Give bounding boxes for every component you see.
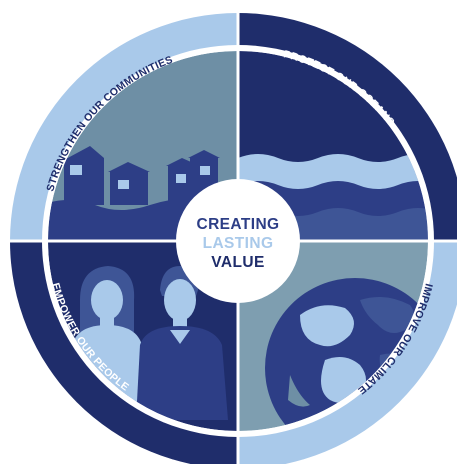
center-badge: CREATING LASTING VALUE bbox=[176, 179, 300, 303]
center-line-value: VALUE bbox=[211, 254, 264, 271]
quadrant-people bbox=[48, 241, 238, 431]
center-line-creating: CREATING bbox=[197, 216, 280, 233]
inner-border bbox=[44, 47, 432, 435]
house-icon bbox=[64, 146, 220, 205]
center-line-lasting: LASTING bbox=[203, 235, 274, 252]
